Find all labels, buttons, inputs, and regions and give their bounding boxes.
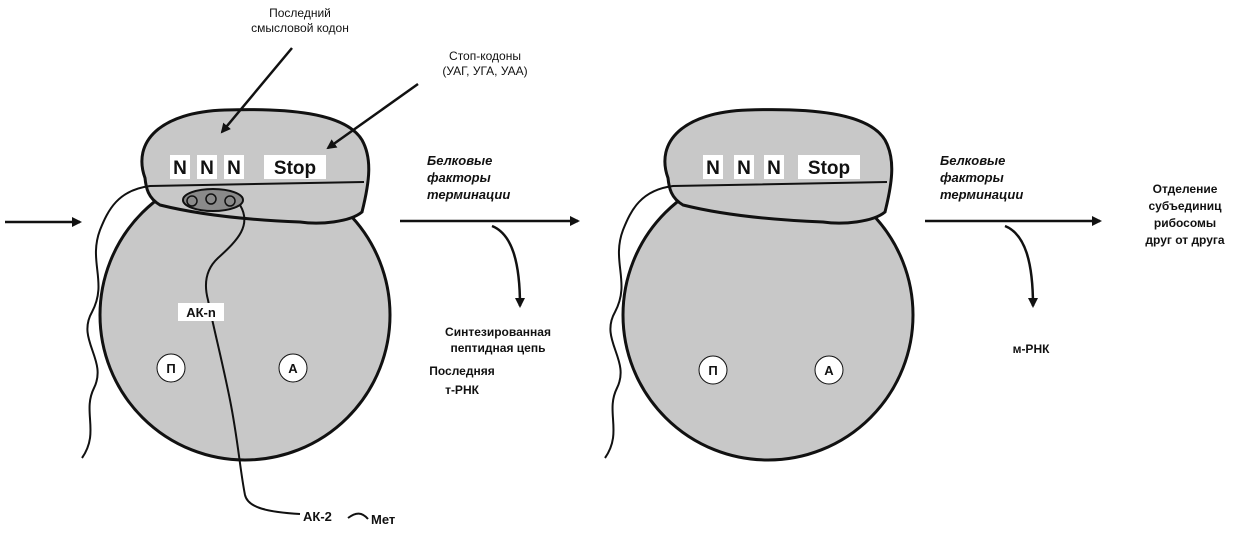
ak-n-label: АК-n bbox=[186, 305, 216, 320]
codon-n2-left: N bbox=[200, 158, 214, 179]
ribosome-right: N N N Stop П А bbox=[605, 110, 913, 460]
ak-2-label: АК-2 bbox=[303, 509, 332, 524]
svg-text:т-РНК: т-РНК bbox=[445, 383, 480, 397]
codon-n3-left: N bbox=[227, 158, 241, 179]
codon-n2-right: N bbox=[737, 158, 751, 179]
a-site-left: А bbox=[288, 361, 298, 376]
svg-text:(УАГ, УГА, УАА): (УАГ, УГА, УАА) bbox=[442, 64, 527, 78]
p-site-right: П bbox=[708, 363, 717, 378]
svg-text:Белковые: Белковые bbox=[940, 153, 1005, 168]
ribosome-left: N N N Stop АК-n П А АК-2 Мет bbox=[82, 110, 395, 527]
trna-anticodon-left bbox=[183, 189, 243, 211]
product-last-trna: Последняя bbox=[429, 364, 494, 378]
svg-text:терминации: терминации bbox=[940, 187, 1023, 202]
svg-text:факторы: факторы bbox=[427, 170, 491, 185]
svg-text:терминации: терминации bbox=[427, 187, 510, 202]
met-label: Мет bbox=[371, 512, 395, 527]
svg-text:субъединиц: субъединиц bbox=[1148, 199, 1222, 213]
svg-text:Последний: Последний bbox=[269, 6, 331, 20]
product-mrna: м-РНК bbox=[1013, 342, 1051, 356]
svg-text:Белковые: Белковые bbox=[427, 153, 492, 168]
step-1-termination-factors: Белковые факторы терминации Синтезирован… bbox=[400, 153, 578, 397]
subunit-separation-label: Отделение субъединиц рибосомы друг от др… bbox=[1145, 182, 1224, 247]
codon-n3-right: N bbox=[767, 158, 781, 179]
stop-codon-left: Stop bbox=[274, 158, 316, 179]
svg-text:друг от друга: друг от друга bbox=[1145, 233, 1224, 247]
svg-text:пептидная цепь: пептидная цепь bbox=[451, 341, 546, 355]
svg-text:факторы: факторы bbox=[940, 170, 1004, 185]
svg-text:Стоп-кодоны: Стоп-кодоны bbox=[449, 49, 521, 63]
stop-codon-right: Stop bbox=[808, 158, 850, 179]
codon-n1-left: N bbox=[173, 158, 187, 179]
svg-text:смысловой кодон: смысловой кодон bbox=[251, 21, 349, 35]
step-2-termination-factors: Белковые факторы терминации м-РНК bbox=[925, 153, 1100, 356]
p-site-left: П bbox=[166, 361, 175, 376]
a-site-right: А bbox=[824, 363, 834, 378]
svg-text:рибосомы: рибосомы bbox=[1154, 216, 1216, 230]
codon-n1-right: N bbox=[706, 158, 720, 179]
svg-text:Отделение: Отделение bbox=[1153, 182, 1218, 196]
product-peptide: Синтезированная bbox=[445, 325, 551, 339]
